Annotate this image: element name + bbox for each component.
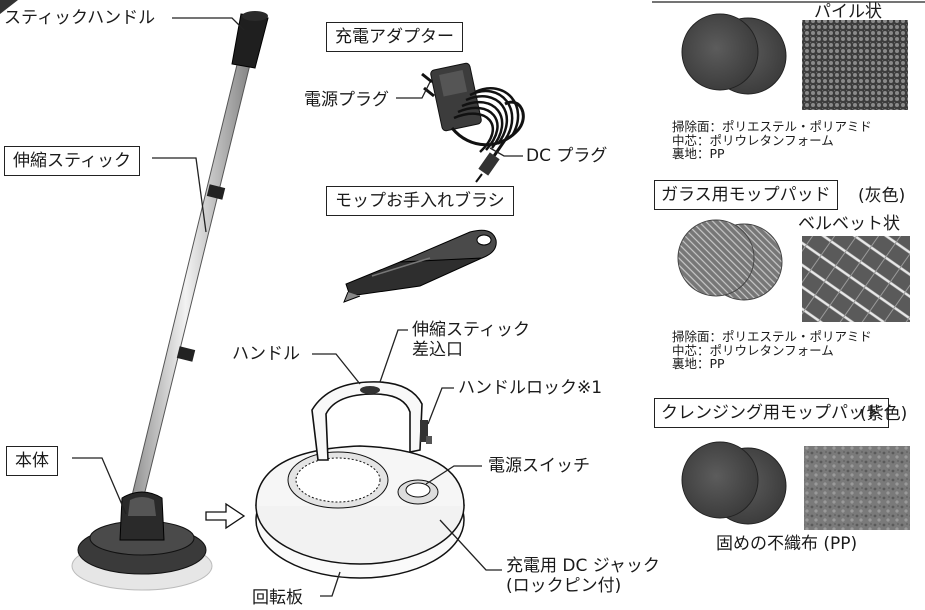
label-dc-plug: DC プラグ <box>526 146 608 166</box>
label-pile-texture: パイル状 <box>814 2 882 22</box>
label-stick-handle: スティックハンドル <box>4 8 156 28</box>
nonwoven-texture-closeup <box>804 446 910 530</box>
label-glass-color: (灰色) <box>858 186 906 206</box>
label-nonwoven-texture: 固めの不織布 (PP) <box>716 534 858 554</box>
label-charging-adapter: 充電アダプター <box>326 22 463 52</box>
label-power-plug: 電源プラグ <box>304 90 389 110</box>
label-handle-lock: ハンドルロック※1 <box>458 378 603 398</box>
label-cleansing-color: (紫色) <box>860 404 908 424</box>
spec-line: 中芯：ポリウレタンフォーム <box>672 132 834 148</box>
label-dc-jack-1: 充電用 DC ジャック <box>506 556 660 576</box>
velvet-texture-closeup <box>802 236 910 322</box>
label-body: 本体 <box>6 446 58 476</box>
pile-pad-specs: 掃除面：ポリエステル・ポリアミド 中芯：ポリウレタンフォーム 裏地：PP <box>672 120 872 161</box>
label-stick-inlet-1: 伸縮スティック <box>412 320 530 340</box>
stick-mop-illustration <box>71 11 269 591</box>
label-velvet-texture: ベルベット状 <box>798 214 900 234</box>
leader-lines <box>72 17 523 597</box>
label-handle: ハンドル <box>232 344 300 364</box>
label-stick-inlet-2: 差込口 <box>412 340 463 360</box>
pile-pad-illustration <box>681 13 787 95</box>
cleansing-pad-illustration <box>681 441 787 525</box>
mop-brush-illustration <box>343 229 497 303</box>
spec-line: 掃除面：ポリエステル・ポリアミド <box>672 119 872 134</box>
label-dc-jack-2: (ロックピン付) <box>506 576 622 596</box>
main-unit-illustration <box>205 381 465 579</box>
spec-line: 裏地：PP <box>672 356 725 371</box>
corner-tab <box>0 0 18 14</box>
label-glass-pad: ガラス用モップパッド <box>654 180 838 210</box>
spec-line: 中芯：ポリウレタンフォーム <box>672 342 834 358</box>
spec-line: 掃除面：ポリエステル・ポリアミド <box>672 329 872 344</box>
label-telescopic-stick: 伸縮スティック <box>4 146 140 176</box>
charging-adapter-illustration <box>421 62 525 183</box>
label-power-switch: 電源スイッチ <box>488 456 590 476</box>
label-rotating-plate: 回転板 <box>252 588 303 608</box>
pile-texture-closeup <box>802 20 908 110</box>
spec-line: 裏地：PP <box>672 146 725 161</box>
label-mop-brush: モップお手入れブラシ <box>326 186 514 216</box>
glass-pad-specs: 掃除面：ポリエステル・ポリアミド 中芯：ポリウレタンフォーム 裏地：PP <box>672 330 872 371</box>
glass-pad-illustration <box>677 219 783 301</box>
label-cleansing-pad: クレンジング用モップパッド <box>654 398 889 428</box>
